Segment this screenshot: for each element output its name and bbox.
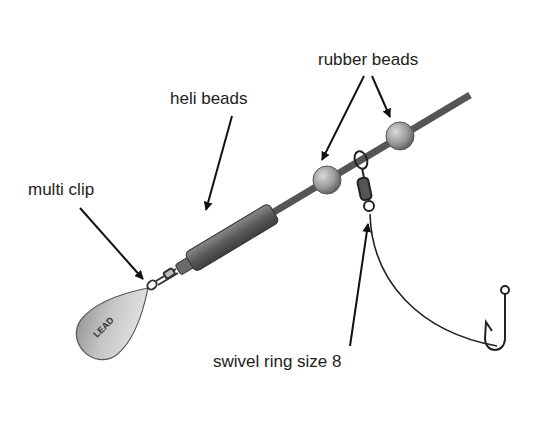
part-label: multi clip (28, 181, 94, 200)
swivel (352, 149, 374, 211)
leader-arrows (80, 76, 390, 346)
lead-weight (66, 270, 166, 370)
rubber-bead (386, 122, 414, 150)
hooklength (370, 214, 497, 346)
hook (485, 286, 509, 350)
rubber-bead (313, 166, 341, 194)
part-label: rubber beads (318, 51, 418, 70)
multi-clip (146, 268, 178, 291)
heli-bead (172, 203, 279, 280)
part-label: heli beads (170, 90, 248, 109)
part-label: swivel ring size 8 (213, 353, 342, 372)
lead-marking: LEAD (92, 316, 116, 340)
